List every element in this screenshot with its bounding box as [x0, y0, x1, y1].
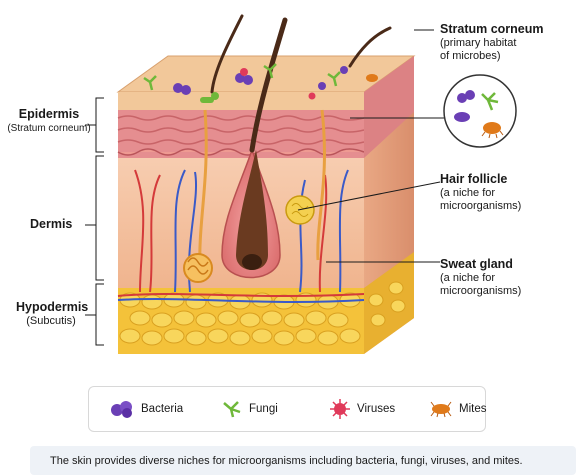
epidermis-layer	[118, 92, 364, 110]
virus-icon	[329, 398, 351, 420]
legend-item-viruses: Viruses	[329, 387, 395, 431]
microbe-zoom-circle	[444, 75, 516, 147]
legend: Bacteria Fungi Viruses Mites	[88, 386, 486, 432]
label-dermis: Dermis	[30, 217, 72, 232]
legend-item-bacteria: Bacteria	[109, 387, 183, 431]
legend-item-mites: Mites	[429, 387, 486, 431]
mite-icon	[429, 400, 453, 418]
label-hypodermis: Hypodermis(Subcutis)	[16, 300, 86, 328]
caption: The skin provides diverse niches for mic…	[30, 446, 576, 475]
bacteria-icon	[109, 400, 135, 418]
legend-item-fungi: Fungi	[219, 387, 278, 431]
fungi-icon	[219, 399, 243, 419]
label-epidermis: Epidermis(Stratum corneum)	[6, 107, 92, 135]
